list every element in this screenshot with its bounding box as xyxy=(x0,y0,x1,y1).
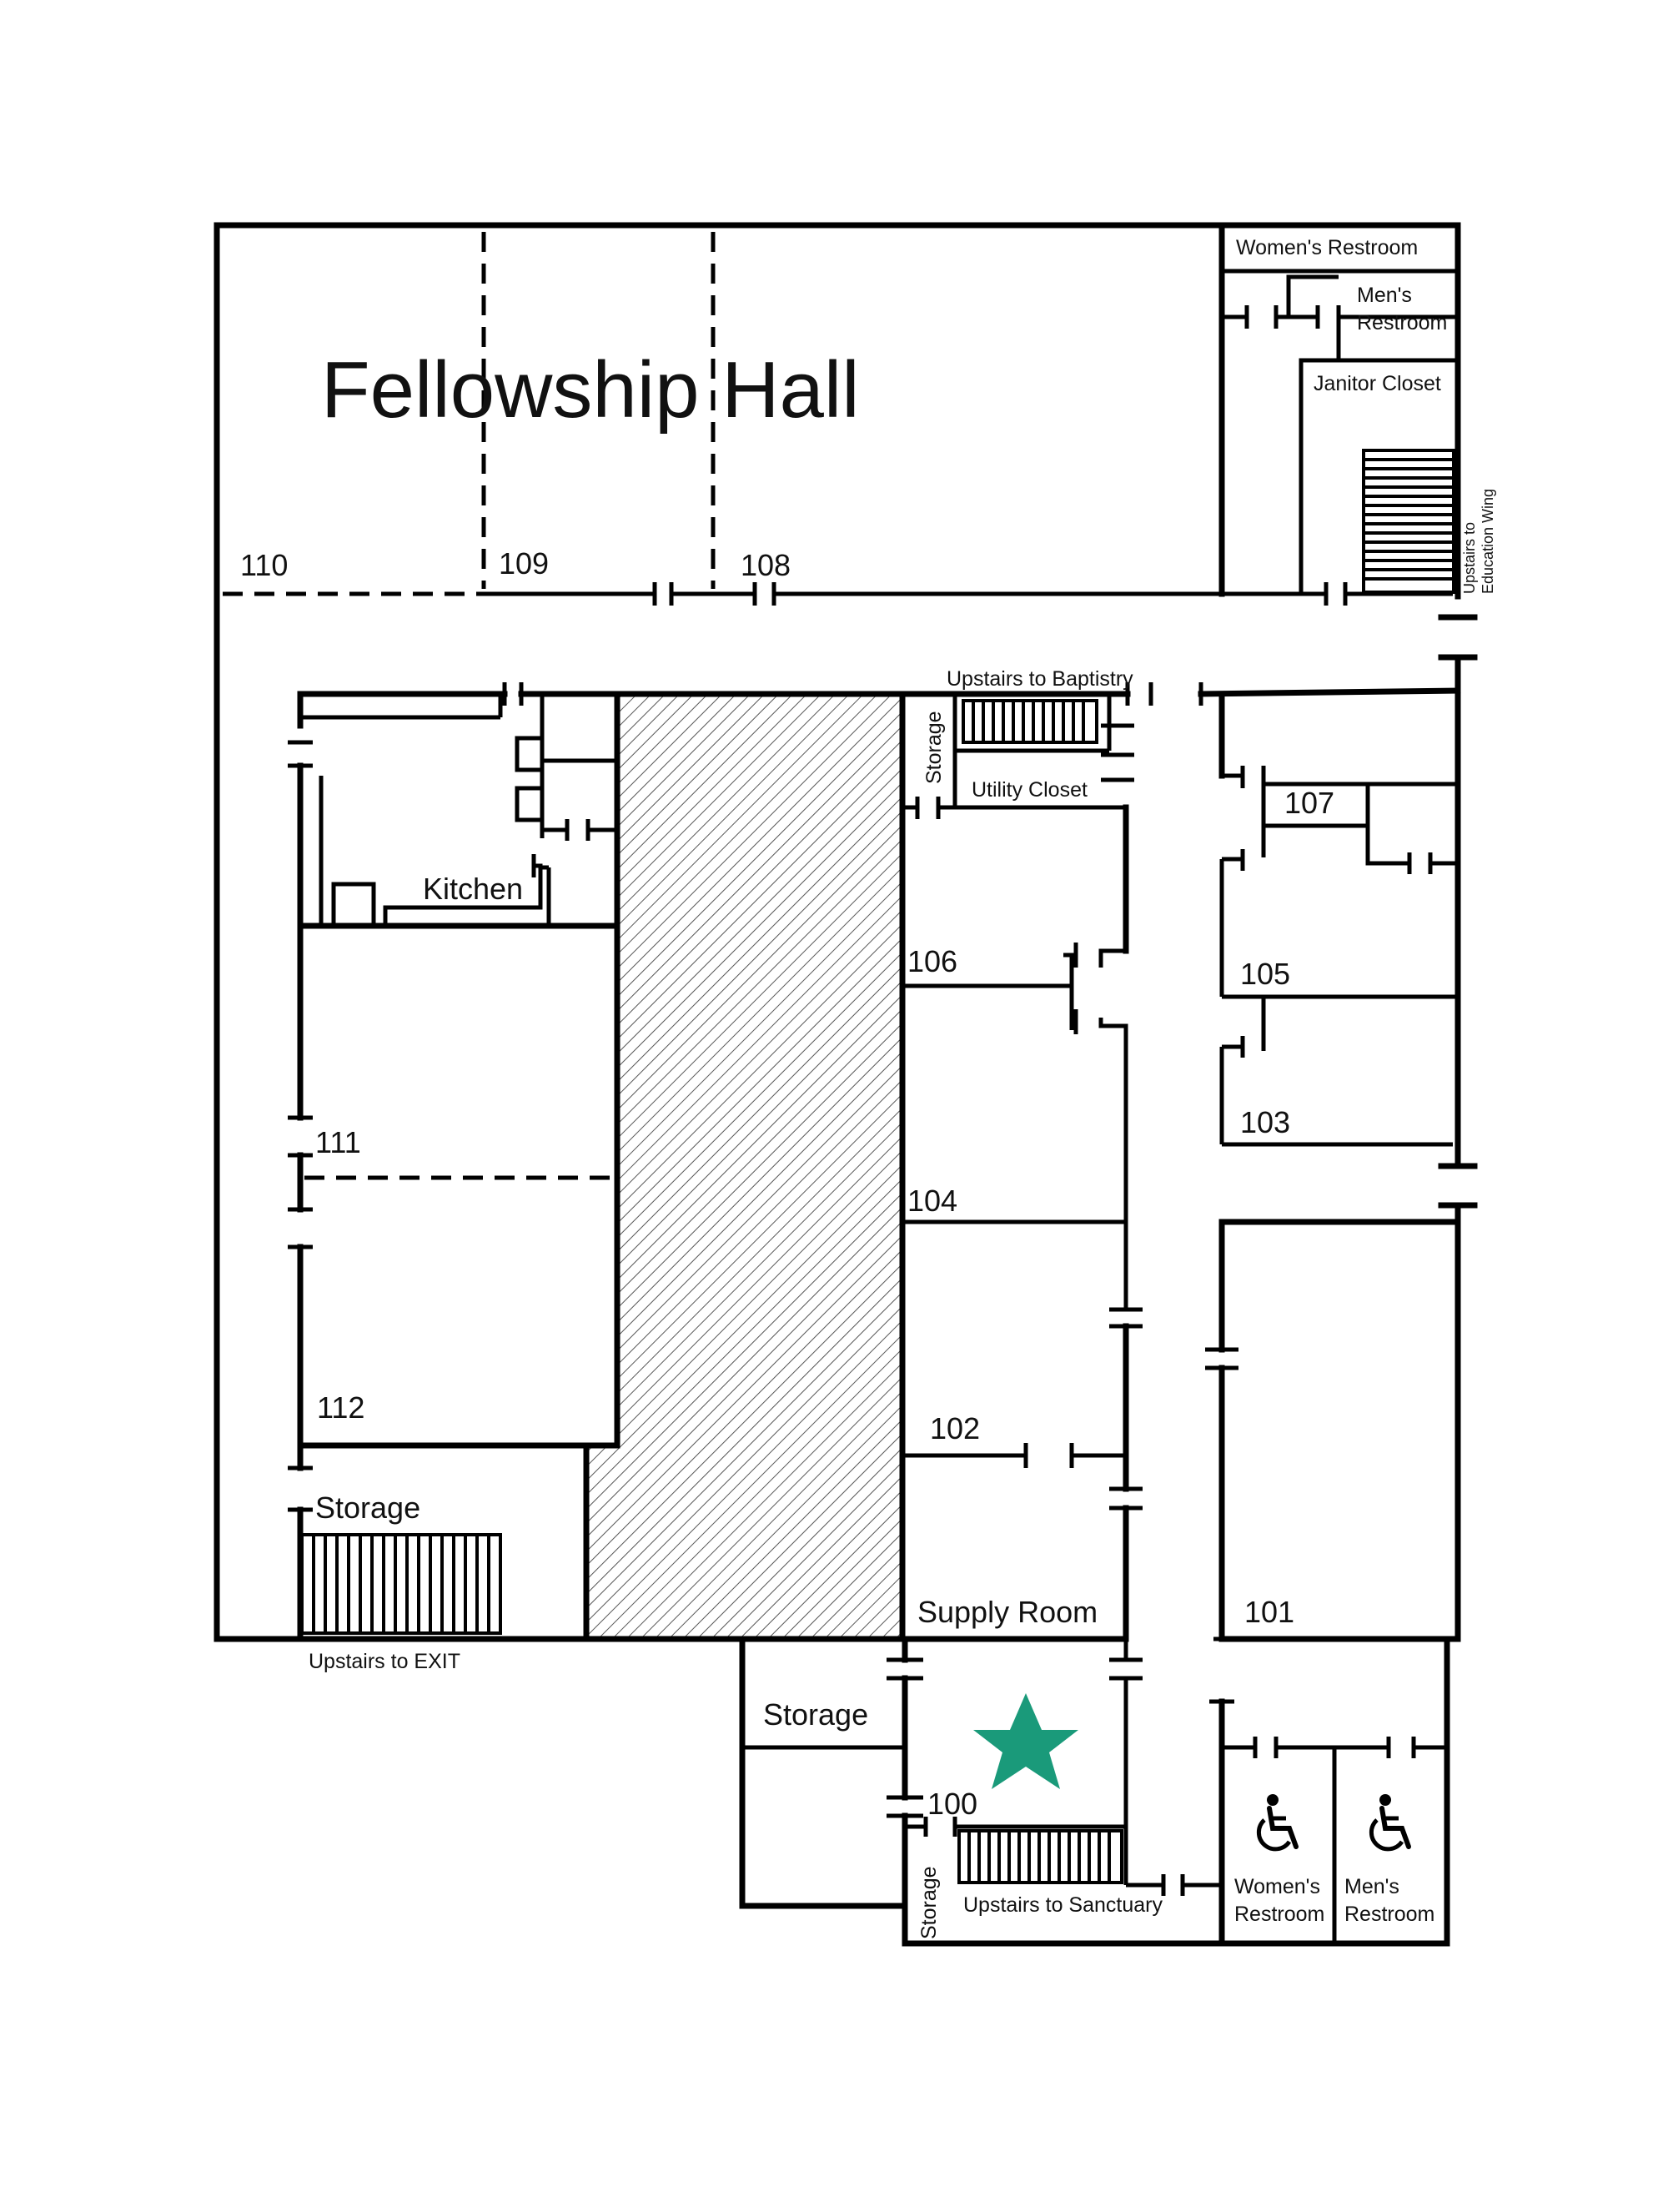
room-101-label: 101 xyxy=(1244,1595,1294,1629)
star-icon xyxy=(973,1693,1078,1789)
mens-restroom-bottom-label-2: Restroom xyxy=(1344,1903,1434,1926)
stairs-education-wing xyxy=(1362,449,1455,594)
upstairs-sanctuary-label: Upstairs to Sanctuary xyxy=(963,1893,1163,1917)
outer-walls xyxy=(214,222,1461,1642)
central-rooms: Upstairs to Baptistry Storage Utility Cl… xyxy=(899,667,1153,1642)
south-wing: Storage xyxy=(739,1636,1450,1947)
room-105-label: 105 xyxy=(1240,957,1290,991)
stairs-to-exit xyxy=(300,1533,502,1635)
top-right-service-block: Women's Restroom Men's Restroom Janitor … xyxy=(1218,222,1496,597)
utility-closet-label: Utility Closet xyxy=(972,778,1088,802)
wheelchair-icon xyxy=(1256,1794,1299,1852)
room-111-label: 111 xyxy=(315,1125,361,1159)
womens-restroom-top-label: Women's Restroom xyxy=(1236,236,1418,259)
room-112-label: 112 xyxy=(317,1390,364,1425)
storage-left-label: Storage xyxy=(315,1491,420,1525)
east-rooms: 107 105 103 101 xyxy=(1198,682,1461,1642)
room-107-label: 107 xyxy=(1284,786,1334,820)
room-110-label: 110 xyxy=(240,548,288,582)
room-109-label: 109 xyxy=(499,546,549,581)
upstairs-exit-label: Upstairs to EXIT xyxy=(309,1650,460,1673)
storage-bottom-label: Storage xyxy=(763,1697,868,1732)
mens-restroom-top-label-1: Men's xyxy=(1357,284,1412,307)
womens-restroom-bottom-label-2: Restroom xyxy=(1234,1903,1324,1926)
upstairs-baptistry-label: Upstairs to Baptistry xyxy=(947,667,1133,691)
upstairs-education-label-2: Education Wing xyxy=(1480,489,1496,594)
storage-vertical-bottom-label: Storage xyxy=(917,1866,941,1939)
stairs-to-sanctuary xyxy=(957,1829,1123,1884)
storage-vertical-top-label: Storage xyxy=(922,711,946,784)
mens-restroom-top-label-2: Restroom xyxy=(1357,311,1447,334)
janitor-closet-label: Janitor Closet xyxy=(1314,372,1441,395)
mens-restroom-bottom-label-1: Men's xyxy=(1344,1875,1399,1898)
room-100-label: 100 xyxy=(927,1787,977,1821)
room-102-label: 102 xyxy=(930,1411,980,1445)
right-exterior-doors xyxy=(1438,614,1478,1209)
womens-restroom-bottom-label-1: Women's xyxy=(1234,1875,1320,1898)
stairs-baptistry xyxy=(962,699,1098,744)
upstairs-education-label-1: Upstairs to xyxy=(1461,522,1478,594)
room-108-label: 108 xyxy=(741,548,791,582)
fellowship-hall: Fellowship Hall 110 109 108 xyxy=(223,232,1453,606)
supply-room-label: Supply Room xyxy=(917,1595,1098,1629)
room-104-label: 104 xyxy=(907,1184,957,1218)
fellowship-hall-title: Fellowship Hall xyxy=(321,345,860,435)
wheelchair-icon xyxy=(1369,1794,1411,1852)
room-103-label: 103 xyxy=(1240,1105,1290,1139)
kitchen-label: Kitchen xyxy=(423,872,523,906)
room-106-label: 106 xyxy=(907,944,957,978)
kitchen-block: Kitchen 111 112 Storage xyxy=(288,682,620,1673)
hatched-core xyxy=(583,691,906,1642)
